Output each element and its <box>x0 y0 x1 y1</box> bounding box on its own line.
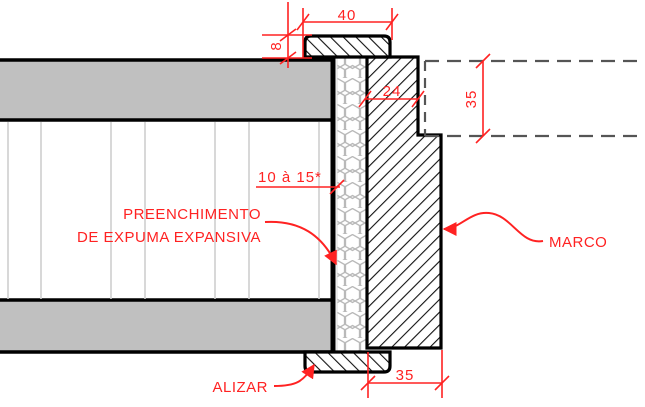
wall-section-upper <box>0 58 332 122</box>
wall-section-lower <box>0 298 332 354</box>
label-foam-line2: DE EXPUMA EXPANSIVA <box>77 229 261 246</box>
leader-foam <box>264 220 337 266</box>
dimension-40 <box>296 8 399 58</box>
leader-marco <box>442 211 544 243</box>
alizar-trim-top <box>303 34 392 59</box>
door-frame-marco <box>365 55 443 350</box>
dimension-10-a-15 <box>256 179 345 195</box>
label-foam-line1: PREENCHIMENTO <box>123 206 261 223</box>
alizar-trim-bottom <box>303 350 392 374</box>
panel-glazing <box>7 122 320 299</box>
dimension-8-text: 8 <box>268 41 285 50</box>
expanding-foam-column <box>336 57 366 355</box>
dimension-40-text: 40 <box>338 7 357 24</box>
reference-dashed-lines <box>423 59 645 138</box>
dimension-24 <box>358 90 425 108</box>
dimension-35-bottom <box>360 350 450 398</box>
dimension-24-text: 24 <box>383 83 402 100</box>
label-alizar: ALIZAR <box>212 379 268 396</box>
dimension-35-right-text: 35 <box>463 90 480 109</box>
label-marco: MARCO <box>549 234 607 251</box>
dimension-10-a-15-text: 10 à 15* <box>258 169 322 186</box>
dimension-35-right <box>475 53 491 144</box>
dimension-8 <box>262 2 312 68</box>
dimension-35-bottom-text: 35 <box>396 367 415 384</box>
leader-alizar <box>273 363 315 387</box>
